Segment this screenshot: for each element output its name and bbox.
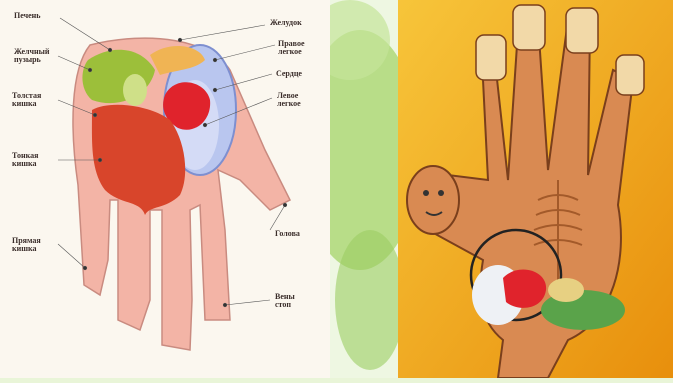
label-foot-veins: Вены стоп: [275, 293, 295, 309]
hand-body-illustration: [398, 0, 673, 378]
label-left-lung: Левое легкое: [277, 92, 301, 108]
label-large-intestine: Толстая кишка: [12, 92, 41, 108]
label-heart: Сердце: [276, 70, 302, 78]
label-liver: Печень: [14, 12, 40, 20]
heart-organ-right: [503, 269, 546, 307]
liver-organ-right: [548, 278, 584, 302]
label-stomach: Желудок: [270, 19, 302, 27]
thumb-head-icon: [407, 166, 459, 234]
label-head: Голова: [275, 230, 300, 238]
gallbladder-organ: [123, 74, 147, 106]
label-gallbladder: Желчный пузырь: [14, 48, 50, 64]
label-small-intestine: Тонкая кишка: [12, 152, 38, 168]
label-rectum: Прямая кишка: [12, 237, 41, 253]
label-right-lung: Правое легкое: [278, 40, 305, 56]
left-hand-diagram: Печень Желчный пузырь Толстая кишка Тонк…: [0, 0, 330, 378]
right-hand-body-projection: [398, 0, 673, 378]
